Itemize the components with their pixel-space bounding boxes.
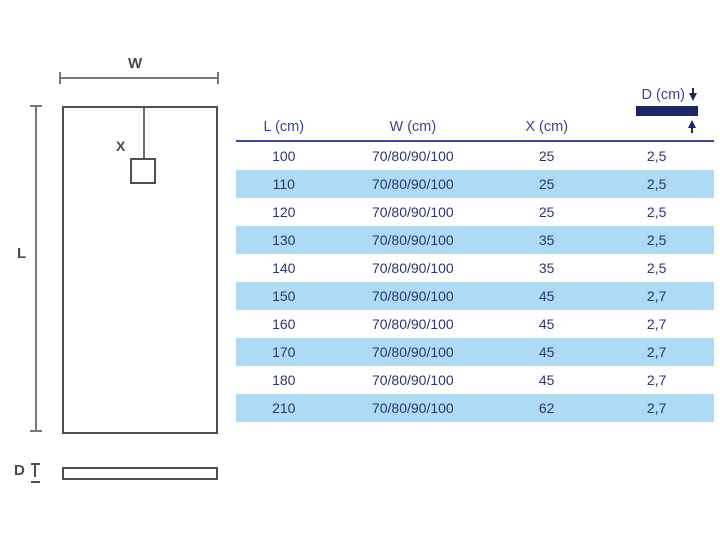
table-row: 180 70/80/90/100 45 2,7 [236, 366, 714, 394]
table-cell-d: 2,5 [646, 232, 667, 248]
table-cell-x: 45 [538, 344, 555, 360]
column-header-depth-label: D (cm) [641, 86, 686, 103]
table-cell-d: 2,5 [646, 176, 667, 192]
table-cell-l: 120 [272, 204, 296, 220]
table-cell-x: 45 [538, 288, 555, 304]
table-row: 150 70/80/90/100 45 2,7 [236, 282, 714, 310]
drain-offset-label: X [116, 138, 126, 154]
table-cell-x: 35 [538, 232, 555, 248]
column-header-length: L (cm) [263, 119, 305, 135]
length-dimension-line [35, 106, 37, 432]
table-cell-w: 70/80/90/100 [371, 288, 454, 304]
length-dimension-label: L [17, 245, 27, 262]
table-cell-l: 210 [272, 400, 296, 416]
table-cell-d: 2,7 [646, 288, 667, 304]
table-cell-d: 2,7 [646, 316, 667, 332]
table-cell-d: 2,7 [646, 372, 667, 388]
table-cell-d: 2,7 [646, 400, 667, 416]
length-dimension-tick-top [30, 105, 42, 107]
table-cell-l: 180 [272, 372, 296, 388]
column-header-width: W (cm) [389, 119, 437, 135]
table-row: 120 70/80/90/100 25 2,5 [236, 198, 714, 226]
table-cell-l: 110 [272, 176, 295, 192]
table-cell-w: 70/80/90/100 [371, 148, 454, 164]
depth-dimension-marker-icon [31, 463, 40, 483]
table-cell-x: 25 [538, 204, 555, 220]
table-cell-d: 2,5 [646, 204, 667, 220]
depth-dimension-label: D [14, 462, 25, 479]
shower-tray-top-view [62, 106, 218, 434]
depth-column-header: D (cm) [628, 87, 698, 133]
column-header-drain-offset: X (cm) [525, 119, 569, 135]
width-dimension-line [60, 77, 218, 79]
table-cell-w: 70/80/90/100 [371, 400, 454, 416]
table-cell-w: 70/80/90/100 [371, 232, 454, 248]
table-cell-w: 70/80/90/100 [371, 176, 454, 192]
table-cell-l: 140 [272, 260, 296, 276]
table-cell-w: 70/80/90/100 [371, 372, 454, 388]
table-row: 140 70/80/90/100 35 2,5 [236, 254, 714, 282]
table-row: 170 70/80/90/100 45 2,7 [236, 338, 714, 366]
length-dimension-tick-bottom [30, 430, 42, 432]
depth-bar-icon [636, 106, 698, 116]
table-cell-d: 2,5 [646, 260, 667, 276]
arrow-down-icon [689, 88, 698, 101]
table-cell-l: 170 [272, 344, 296, 360]
table-cell-x: 62 [538, 400, 555, 416]
table-cell-l: 130 [272, 232, 296, 248]
table-cell-w: 70/80/90/100 [371, 204, 454, 220]
table-row: 130 70/80/90/100 35 2,5 [236, 226, 714, 254]
table-cell-w: 70/80/90/100 [371, 260, 454, 276]
table-cell-l: 160 [272, 316, 296, 332]
column-header-depth-spacer [599, 135, 714, 140]
drain-square [130, 158, 156, 184]
table-cell-x: 25 [538, 148, 555, 164]
table-cell-d: 2,7 [646, 344, 667, 360]
table-cell-x: 25 [538, 176, 555, 192]
width-dimension-label: W [128, 55, 143, 72]
shower-tray-side-view [62, 467, 218, 480]
table-cell-w: 70/80/90/100 [371, 344, 454, 360]
arrow-up-icon [688, 120, 697, 133]
width-dimension-tick-left [59, 72, 61, 84]
table-cell-x: 45 [538, 316, 555, 332]
drain-position-line [143, 108, 145, 169]
table-cell-l: 100 [272, 148, 296, 164]
table-cell-x: 45 [538, 372, 555, 388]
table-cell-w: 70/80/90/100 [371, 316, 454, 332]
table-body: 100 70/80/90/100 25 2,5 110 70/80/90/100 25 2,5… [236, 142, 714, 422]
width-dimension-tick-right [217, 72, 219, 84]
table-cell-x: 35 [538, 260, 555, 276]
table-row: 110 70/80/90/100 25 2,5 [236, 170, 714, 198]
table-row: 160 70/80/90/100 45 2,7 [236, 310, 714, 338]
table-row: 210 70/80/90/100 62 2,7 [236, 394, 714, 422]
table-row: 100 70/80/90/100 25 2,5 [236, 142, 714, 170]
table-cell-l: 150 [272, 288, 296, 304]
table-cell-d: 2,5 [646, 148, 667, 164]
table-header: L (cm) W (cm) X (cm) D (cm) [236, 86, 714, 142]
